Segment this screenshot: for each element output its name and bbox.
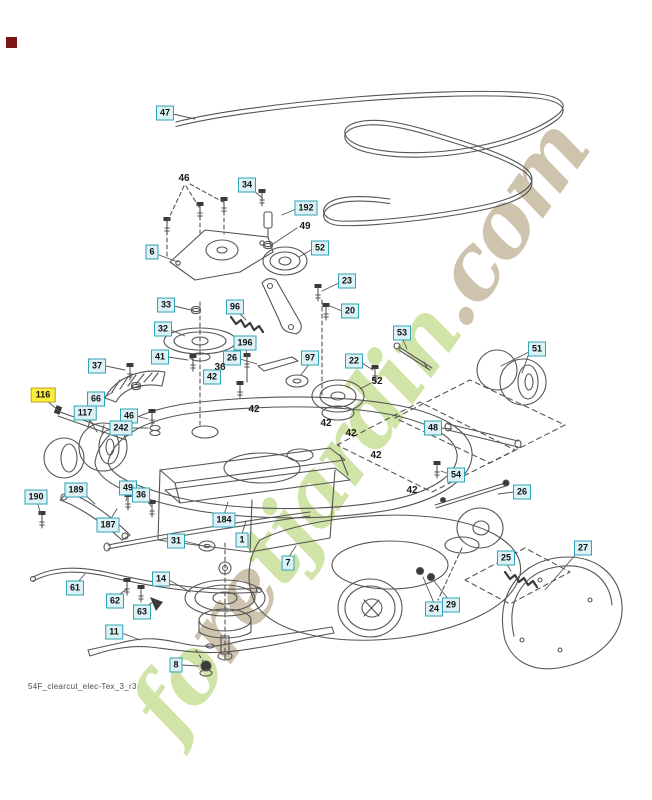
part-label-53: 53 [392,325,412,341]
part-label-117: 117 [73,405,97,421]
deck-shell-drawing [94,396,473,553]
part-label-42: 42 [370,450,382,461]
part-label-1: 1 [235,532,249,548]
part-label-42: 42 [202,369,222,385]
part-label-61: 61 [65,580,85,596]
part-label-189: 189 [64,482,88,498]
part-label-22: 22 [344,353,364,369]
spindle-pulley-drawing [311,379,365,421]
belt-drawing [175,90,564,227]
part-label-196: 196 [233,335,257,351]
part-label-52: 52 [310,240,330,256]
part-label-96: 96 [225,299,245,315]
part-label-23: 23 [337,273,357,289]
part-label-27: 27 [573,540,593,556]
part-label-7: 7 [281,555,295,571]
part-label-54: 54 [446,467,466,483]
part-label-184: 184 [212,512,236,528]
blade-drawing [87,626,335,677]
part-label-66: 66 [86,391,106,407]
part-label-62: 62 [105,593,125,609]
part-label-42: 42 [406,485,418,496]
part-label-36: 36 [131,487,151,503]
part-label-26: 26 [222,350,242,366]
red-square-marker [6,37,17,48]
part-label-190: 190 [24,489,48,505]
part-label-42: 42 [320,418,332,429]
part-label-52: 52 [371,376,383,387]
idler-bracket-drawing [162,183,274,281]
part-label-31: 31 [166,533,186,549]
part-label-8: 8 [169,657,183,673]
linkage-rods-drawing [29,491,311,611]
part-label-6: 6 [145,244,159,260]
part-label-42: 42 [248,404,260,415]
part-label-47: 47 [155,105,175,121]
part-label-116: 116 [30,387,56,403]
flat-idler-pulley-drawing [262,246,308,276]
tension-bracket-drawing [261,277,331,396]
part-label-36: 36 [214,362,226,373]
leader-lines [36,113,578,667]
part-label-20: 20 [340,303,360,319]
part-label-33: 33 [156,297,176,313]
part-label-11: 11 [105,624,123,640]
part-label-37: 37 [87,358,107,374]
right-wheel-kit-drawing [336,342,566,493]
part-label-14: 14 [151,571,171,587]
part-label-242: 242 [109,420,133,436]
part-label-24: 24 [424,601,444,617]
part-label-187: 187 [96,517,120,533]
part-label-26: 26 [512,484,532,500]
part-label-49: 49 [299,221,311,232]
part-label-51: 51 [527,341,547,357]
drawing-code: 54F_clearcut_elec-Tex_3_r3 [28,682,137,691]
part-label-25: 25 [496,550,516,566]
part-label-63: 63 [132,604,152,620]
part-label-97: 97 [300,350,320,366]
part-label-48: 48 [423,420,443,436]
part-label-32: 32 [153,321,173,337]
part-label-34: 34 [237,177,257,193]
part-label-42: 42 [345,428,357,439]
part-label-46: 46 [178,173,190,184]
part-label-29: 29 [441,597,461,613]
part-label-41: 41 [150,349,170,365]
part-label-192: 192 [294,200,318,216]
lower-deck-drawing [248,507,522,641]
